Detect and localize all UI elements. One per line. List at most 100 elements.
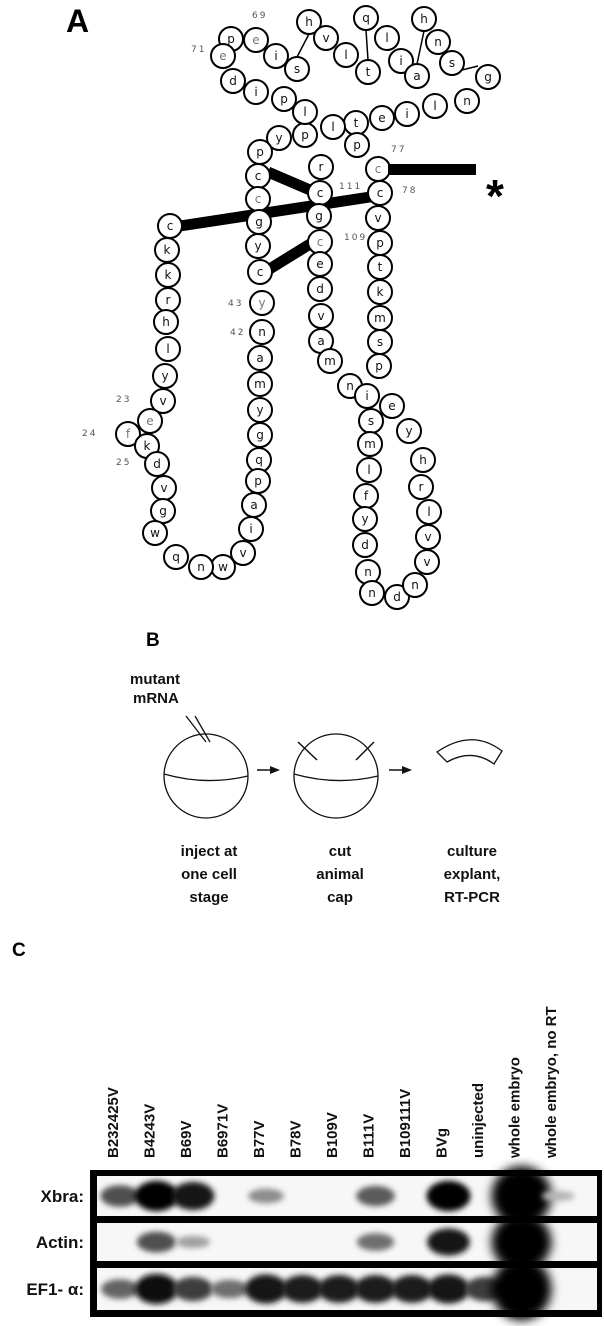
residue: n xyxy=(454,88,480,114)
residue-circle xyxy=(308,154,334,180)
residue-circle xyxy=(475,64,501,90)
residue-letter: e xyxy=(219,49,226,63)
row-label: Xbra: xyxy=(41,1187,84,1206)
injection-label-line-1: mutant xyxy=(130,671,180,688)
residue: p xyxy=(344,132,370,158)
residue: v xyxy=(365,205,391,231)
residue-circle xyxy=(367,279,393,305)
residue-letter: s xyxy=(294,62,300,76)
residue: y xyxy=(245,233,271,259)
residue: a xyxy=(241,492,267,518)
residue-letter: p xyxy=(280,92,288,106)
residue-number: 23 xyxy=(116,395,131,405)
gel-band xyxy=(427,1274,470,1304)
residue-number: 69 xyxy=(252,11,267,21)
disulfide-bond xyxy=(265,166,313,196)
connector-line xyxy=(416,30,425,65)
gel-band xyxy=(210,1279,249,1299)
step-3-line-3: RT-PCR xyxy=(444,889,500,906)
residue: i xyxy=(263,43,289,69)
residue: k xyxy=(155,262,181,288)
lane-label: whole embryo xyxy=(507,1057,524,1159)
panel-a-label: A xyxy=(66,3,89,39)
residue-letter: n xyxy=(346,379,354,393)
residue: d xyxy=(144,451,170,477)
residue-circle xyxy=(263,43,289,69)
residue-circle xyxy=(416,499,442,525)
residue-letter: l xyxy=(344,48,347,62)
residue-circle xyxy=(410,447,436,473)
residue-number: 25 xyxy=(116,458,131,468)
residue: c xyxy=(157,213,183,239)
disulfide-bonds xyxy=(179,166,371,275)
residue: k xyxy=(154,237,180,263)
residue-letter: y xyxy=(258,296,265,310)
residue-circle xyxy=(317,348,343,374)
residue-letter: g xyxy=(159,504,167,518)
residue: n xyxy=(425,29,451,55)
residue-letter: y xyxy=(405,424,412,438)
residue-letter: p xyxy=(254,474,262,488)
connector-line xyxy=(365,29,369,61)
residue-letter: q xyxy=(255,453,263,467)
residue-circle xyxy=(296,9,322,35)
lane-label: B109111V xyxy=(397,1089,414,1158)
residue-circle xyxy=(249,319,275,345)
gel-row xyxy=(97,1213,597,1271)
connector-line xyxy=(296,33,310,58)
residue: v xyxy=(415,524,441,550)
residue-circle xyxy=(154,237,180,263)
residue-circle xyxy=(307,276,333,302)
residue: c xyxy=(245,186,271,212)
residue: e xyxy=(369,105,395,131)
residue-circle xyxy=(388,48,414,74)
residue-circle xyxy=(163,544,189,570)
residue-circle xyxy=(137,408,163,434)
residue: l xyxy=(320,114,346,140)
residue-letter: a xyxy=(250,498,257,512)
residue-circle xyxy=(230,540,256,566)
residue: g xyxy=(150,498,176,524)
residue-letter: l xyxy=(427,505,430,519)
residue-circle xyxy=(367,180,393,206)
residue: y xyxy=(152,363,178,389)
residue: l xyxy=(356,457,382,483)
gel-band xyxy=(356,1185,395,1207)
step-1-line-1: inject at xyxy=(181,843,238,860)
residue: i xyxy=(354,383,380,409)
residue: a xyxy=(247,345,273,371)
residue-letter: t xyxy=(378,260,383,274)
lane-label: uninjected xyxy=(470,1083,487,1158)
residue-letter: p xyxy=(353,138,361,152)
residue-letter: c xyxy=(317,235,324,249)
residue-letter: l xyxy=(433,99,436,113)
residue: v xyxy=(230,540,256,566)
residue: l xyxy=(422,93,448,119)
residue: e xyxy=(243,27,269,53)
gel-band xyxy=(134,1273,179,1305)
residue-number: 77 xyxy=(391,145,406,155)
gel-band xyxy=(248,1188,284,1204)
residue-circle xyxy=(188,554,214,580)
residue: g xyxy=(475,64,501,90)
residue-letter: k xyxy=(164,243,171,257)
residue-letter: g xyxy=(256,428,264,442)
residue-letter: y xyxy=(161,369,168,383)
residue-circle xyxy=(247,422,273,448)
explant-icon xyxy=(435,739,503,765)
residue: n xyxy=(359,580,385,606)
residue-letter: e xyxy=(378,111,385,125)
residue: e xyxy=(137,408,163,434)
lane-label: B77V xyxy=(251,1120,268,1158)
residue-letter: v xyxy=(322,31,329,45)
residue-letter: e xyxy=(388,399,395,413)
residue: p xyxy=(292,122,318,148)
residue-circle xyxy=(396,418,422,444)
residue-letter: n xyxy=(258,325,266,339)
residue-letter: a xyxy=(256,351,263,365)
residue-letter: l xyxy=(303,105,306,119)
lane-label: B6971V xyxy=(215,1104,232,1158)
residue: p xyxy=(271,86,297,112)
residue-circle xyxy=(266,125,292,151)
